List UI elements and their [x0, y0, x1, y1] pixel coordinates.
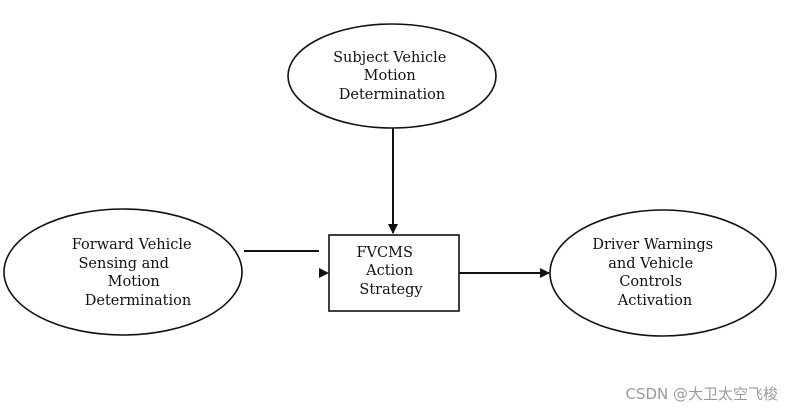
driver-warnings-label-line-1: Driver Warnings [592, 237, 713, 253]
forward-vehicle-label-line-3: Motion [108, 274, 160, 290]
driver-warnings-label-line-2: and Vehicle [608, 256, 693, 272]
forward-vehicle-node: Forward Vehicle Sensing and Motion Deter… [3, 208, 243, 336]
fvcms-node: FVCMS Action Strategy [328, 234, 460, 312]
fvcms-label-line-2: Action [365, 263, 413, 279]
forward-vehicle-label-line-2: Sensing and [78, 256, 168, 272]
driver-warnings-label-line-3: Controls [619, 274, 682, 290]
svg-text:Subject Vehicle Motion: Subject Vehicle Motion Determination [333, 50, 451, 103]
fvcms-label-line-1: FVCMS [356, 245, 412, 261]
subject-vehicle-node: Subject Vehicle Motion Determination [287, 23, 497, 129]
watermark-text: CSDN @大卫太空飞梭 [625, 385, 778, 403]
forward-vehicle-label-line-4: Determination [85, 293, 191, 309]
subject-vehicle-label-line-2: Motion [364, 68, 416, 84]
driver-warnings-node: Driver Warnings and Vehicle Controls Act… [549, 209, 777, 337]
forward-to-fvcms-arrowhead [319, 268, 329, 278]
fvcms-label-line-3: Strategy [359, 282, 423, 298]
subject-vehicle-label-line-3: Determination [339, 87, 445, 103]
svg-text:FVCMS Action Strat: FVCMS Action Strategy [356, 245, 423, 298]
driver-warnings-label-line-4: Activation [617, 293, 692, 309]
svg-text:Forward Vehicle Sensing: Forward Vehicle Sensing and Motion Deter… [72, 237, 196, 309]
forward-vehicle-label-line-1: Forward Vehicle [72, 237, 192, 253]
svg-text:Driver Warnings and Vehi: Driver Warnings and Vehicle Controls Act… [592, 237, 717, 309]
subject-vehicle-label-line-1: Subject Vehicle [333, 50, 446, 66]
forward-vehicle-ellipse [3, 208, 243, 336]
driver-warnings-ellipse [549, 209, 777, 337]
